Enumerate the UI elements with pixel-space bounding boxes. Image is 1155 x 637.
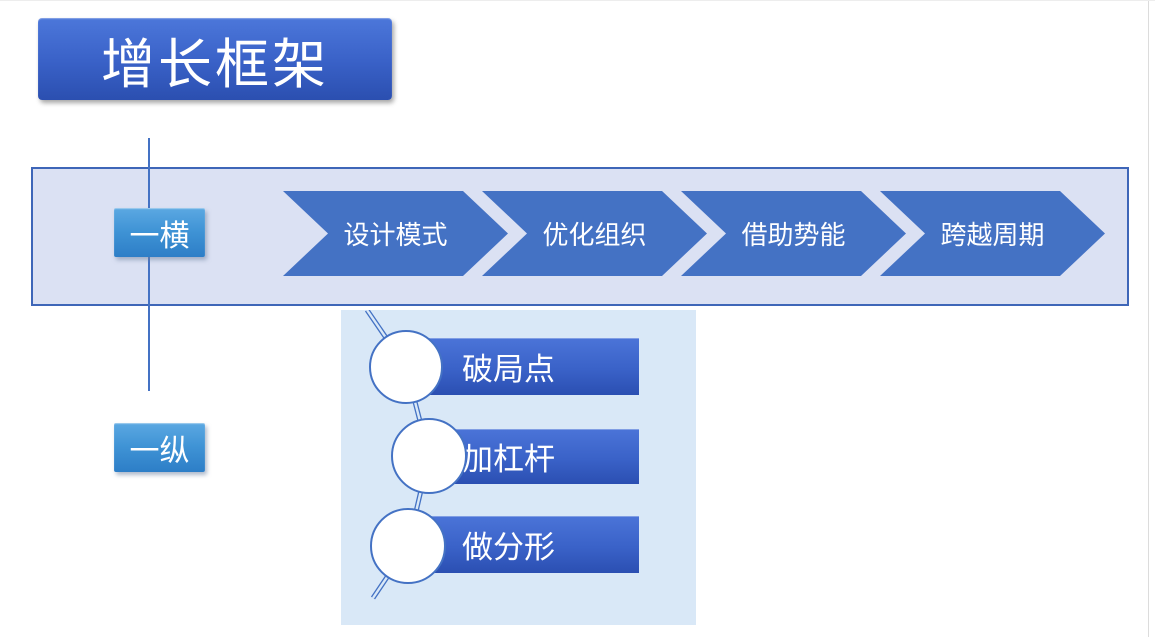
- tag-horizontal: 一横: [114, 208, 205, 257]
- chevron-step-3-label: 借助势能: [741, 220, 846, 250]
- chevron-step-2-label: 优化组织: [542, 220, 647, 250]
- chevron-step-1-label: 设计模式: [343, 220, 448, 250]
- vertical-connector-line: [148, 138, 150, 391]
- chevron-step-2: 优化组织: [482, 191, 707, 276]
- vertical-bar-1-label: 破局点: [462, 352, 555, 387]
- vertical-bar-2: 加杠杆: [420, 429, 639, 484]
- slide-right-edge: [1148, 1, 1149, 637]
- tag-vertical: 一纵: [114, 423, 205, 472]
- vertical-bar-3: 做分形: [420, 516, 639, 573]
- vertical-bar-1: 破局点: [420, 338, 639, 395]
- vertical-bar-3-label: 做分形: [462, 530, 555, 565]
- chevron-step-4-label: 跨越周期: [940, 220, 1045, 250]
- tag-vertical-label: 一纵: [129, 434, 190, 468]
- tag-horizontal-label: 一横: [129, 219, 190, 253]
- vertical-bar-2-label: 加杠杆: [462, 442, 555, 477]
- page-title: 增长框架: [101, 34, 329, 95]
- title-box: 增长框架: [38, 18, 392, 100]
